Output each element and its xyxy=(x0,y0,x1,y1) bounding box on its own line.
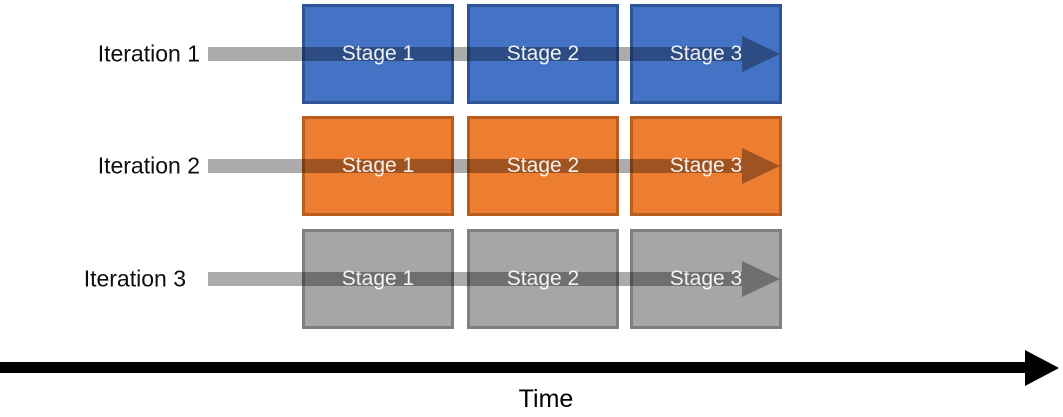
flow-arrow-shaft xyxy=(208,159,742,173)
flow-arrow-shaft xyxy=(208,272,742,286)
flow-arrowhead-icon xyxy=(742,36,780,72)
time-axis-arrowhead-icon xyxy=(1025,350,1059,386)
time-axis-shaft xyxy=(0,362,1025,373)
stage-box: Stage 1 xyxy=(302,116,454,216)
iteration-label: Iteration 2 xyxy=(97,152,200,179)
time-axis-label: Time xyxy=(518,385,574,413)
stage-label: Stage 1 xyxy=(341,154,415,177)
flow-arrow-shaft xyxy=(208,47,742,61)
stage-box: Stage 3 xyxy=(630,116,782,216)
stage-box: Stage 1 xyxy=(302,4,454,104)
stage-box: Stage 2 xyxy=(467,4,619,104)
stage-box: Stage 1 xyxy=(302,229,454,329)
iteration-label: Iteration 3 xyxy=(83,265,186,292)
stage-label: Stage 3 xyxy=(669,42,743,65)
stage-label: Stage 2 xyxy=(506,267,580,290)
iteration-row-2: Iteration 2 Stage 1 Stage 2 Stage 3 xyxy=(0,116,1063,216)
stage-box: Stage 2 xyxy=(467,229,619,329)
stage-box: Stage 3 xyxy=(630,4,782,104)
flow-arrowhead-icon xyxy=(742,148,780,184)
stage-box: Stage 3 xyxy=(630,229,782,329)
stage-label: Stage 2 xyxy=(506,42,580,65)
iteration-row-3: Iteration 3 Stage 1 Stage 2 Stage 3 xyxy=(0,229,1063,329)
flow-arrowhead-icon xyxy=(742,261,780,297)
iteration-label: Iteration 1 xyxy=(97,40,200,67)
stage-box: Stage 2 xyxy=(467,116,619,216)
stage-label: Stage 3 xyxy=(669,267,743,290)
stage-label: Stage 2 xyxy=(506,154,580,177)
stage-label: Stage 1 xyxy=(341,42,415,65)
iteration-row-1: Iteration 1 Stage 1 Stage 2 Stage 3 xyxy=(0,4,1063,104)
stage-label: Stage 3 xyxy=(669,154,743,177)
stage-label: Stage 1 xyxy=(341,267,415,290)
